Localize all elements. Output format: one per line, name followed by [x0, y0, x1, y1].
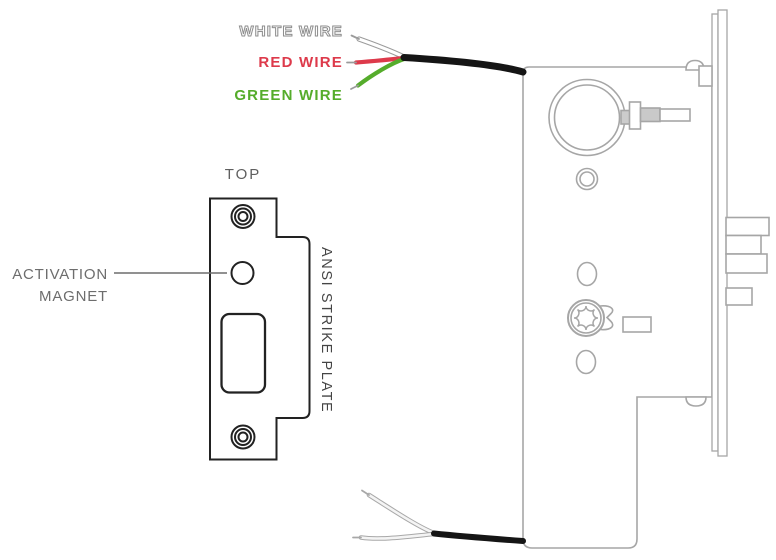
- hub-side-slot: [622, 316, 652, 333]
- latch-bolt-top: [725, 216, 770, 237]
- top-black-cable: [400, 54, 527, 76]
- top-screw-inner: [237, 211, 249, 222]
- hub-spline-socket: [573, 305, 599, 331]
- strike-plate-group: [209, 197, 311, 461]
- activation-magnet-hole: [230, 261, 255, 285]
- bottom-wiring-group: [352, 489, 526, 544]
- cylinder-hole-inner: [553, 84, 621, 151]
- bottom-wire-upper: [367, 493, 436, 535]
- bottom-screw-outer: [230, 424, 256, 450]
- latch-bolt-mid: [725, 234, 762, 255]
- aux-bolt: [725, 287, 753, 306]
- small-hole-inner: [579, 171, 595, 187]
- bottom-wire-upper-tip: [361, 489, 370, 496]
- oval-hole-upper: [576, 261, 598, 287]
- green-wire-label: GREEN WIRE: [234, 87, 343, 104]
- cylinder-hole-outer: [548, 78, 626, 157]
- set-screw-threads: [639, 107, 661, 123]
- activation-magnet-label-line2: MAGNET: [39, 287, 108, 305]
- set-screw-shaft: [659, 108, 691, 122]
- top-screw-mid: [234, 207, 252, 226]
- strike-plate-top-label: TOP: [224, 166, 262, 183]
- latch-bolt-low: [725, 253, 768, 274]
- red-wire-label: RED WIRE: [258, 54, 343, 71]
- bottom-black-cable: [431, 530, 526, 544]
- case-edge-strip: [711, 13, 719, 452]
- oval-hole-lower: [575, 349, 597, 375]
- hub-rim: [570, 302, 602, 334]
- green-wire-tip: [350, 84, 359, 90]
- set-screw-collar: [628, 101, 642, 130]
- ansi-strike-plate-label: ANSI STRIKE PLATE: [318, 247, 334, 414]
- bottom-bracket-dome: [685, 396, 707, 407]
- top-bracket-block: [698, 65, 713, 87]
- top-screw-outer: [230, 204, 256, 229]
- activation-magnet-label-line1: ACTIVATION: [12, 266, 108, 283]
- lock-body-group: [522, 9, 770, 549]
- strike-plate-outline: [209, 197, 311, 461]
- white-wire-tip: [350, 34, 360, 40]
- top-wiring-group: [346, 34, 527, 90]
- white-wire-label: WHITE WIRE: [239, 23, 343, 40]
- latch-opening: [220, 312, 267, 394]
- bottom-screw-inner: [237, 431, 249, 443]
- activation-magnet-label: ACTIVATION MAGNET: [0, 264, 108, 307]
- bottom-wire-lower: [359, 532, 436, 540]
- white-wire: [357, 37, 406, 59]
- bottom-screw-mid: [234, 428, 252, 446]
- green-wire: [355, 56, 407, 88]
- hub-outer: [567, 299, 605, 337]
